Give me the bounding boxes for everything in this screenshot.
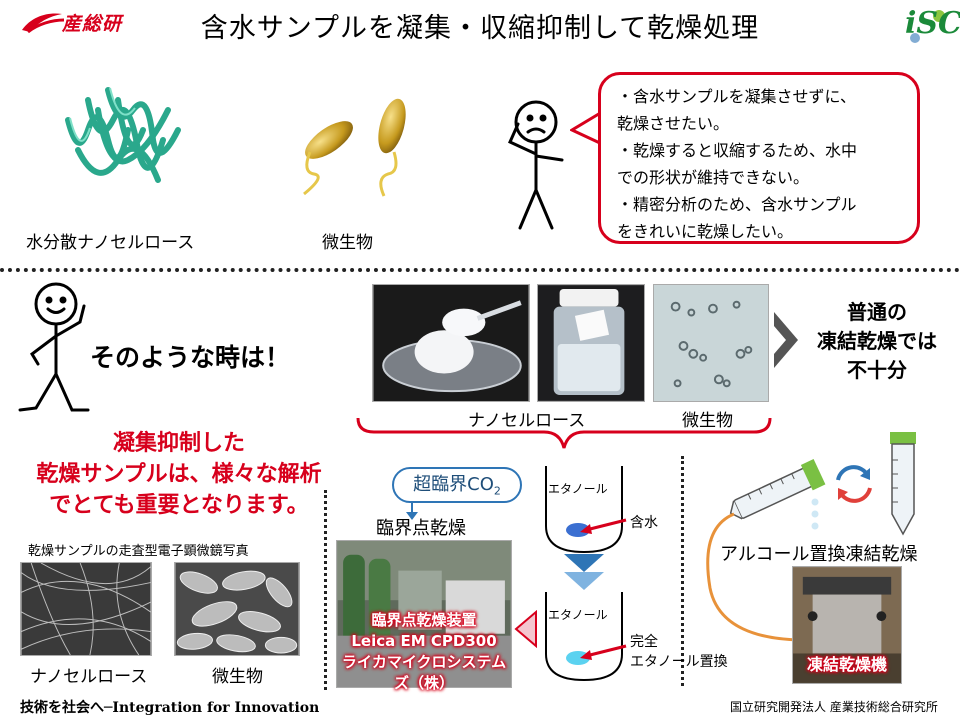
nanocellulose-vial-photo: [537, 284, 645, 402]
bubble-line: での形状が維持できない。: [617, 168, 810, 187]
pointer-arrow-icon: [580, 518, 627, 534]
sem-caption: 乾燥サンプルの走査型電子顕微鏡写真: [28, 544, 249, 559]
arrow-down-icon: [406, 502, 418, 520]
alcohol-method-label: アルコール置換凍結乾燥: [720, 544, 918, 565]
water-label: 含水: [630, 515, 658, 531]
sc-pill-sub: 2: [493, 484, 501, 498]
sem-label-microbe: 微生物: [212, 667, 263, 687]
cycle-arrows-icon: [836, 465, 872, 503]
bubble-line: ・乾燥すると収縮するため、水中: [617, 141, 858, 160]
nanocellulose-label: 水分散ナノセルロース: [26, 233, 195, 253]
freeze-dryer-photo: [792, 566, 902, 684]
freeze-note-line: 凍結乾燥では: [817, 329, 937, 353]
sem-label-nanocellulose: ナノセルロース: [30, 667, 148, 687]
vertical-divider-right: [681, 456, 684, 686]
down-triangle-arrows-icon: [564, 554, 604, 590]
red-curly-brace: [356, 417, 772, 449]
vertical-divider-left: [324, 490, 327, 690]
chevron-right-icon: [774, 312, 798, 368]
beaker-1-ethanol-label: エタノール: [548, 482, 608, 496]
beaker-2-ethanol-label: エタノール: [548, 608, 608, 622]
device-line: ライカマイクロシステムズ（株）: [341, 653, 507, 692]
beaker-complete-ethanol-icon: [545, 592, 623, 682]
complete-ethanol-label: 完全 エタノール置換: [630, 632, 728, 672]
aist-logo-text: 産総研: [62, 13, 123, 35]
bubble-line: をきれいに乾燥したい。: [617, 222, 794, 241]
page-title: 含水サンプルを凝集・収縮抑制して乾燥処理: [200, 13, 760, 44]
footer-organization: 国立研究開発法人 産業技術総合研究所: [730, 700, 938, 714]
sem-microbe-photo: [174, 562, 300, 656]
bubble-line: 乾燥させたい。: [617, 114, 730, 133]
upright-tube-icon: [890, 432, 916, 536]
worried-stick-figure-icon: [508, 100, 564, 230]
critical-point-dryer-photo: [336, 540, 512, 688]
photo-label-nanocellulose: ナノセルロース: [468, 411, 586, 431]
nanocellulose-dish-photo: [372, 284, 530, 402]
section-divider: [0, 268, 960, 272]
pointer-arrow-icon: [580, 644, 627, 660]
freeze-dry-note: 普通の 凍結乾燥では 不十分: [802, 298, 952, 385]
supercritical-co2-pill: 超臨界CO2: [392, 467, 522, 503]
tilted-tube-icon: [729, 459, 826, 520]
happy-stick-figure-icon: [18, 282, 90, 412]
freeze-dryer-label: 凍結乾燥機: [806, 655, 887, 674]
sc-pill-text: 超臨界CO: [413, 474, 494, 495]
statement-line: 乾燥サンプルは、様々な解析: [36, 462, 322, 487]
sem-nanocellulose-photo: [20, 562, 152, 656]
aist-logo-mark: [22, 13, 65, 34]
bubble-line: ・精密分析のため、含水サンプル: [617, 195, 857, 214]
nanocellulose-fibers-icon: [65, 87, 181, 183]
statement-line: 凝集抑制した: [112, 431, 245, 456]
isc-logo-icon: [910, 10, 945, 43]
speech-bubble: ・含水サンプルを凝集させずに、 乾燥させたい。 ・乾燥すると収縮するため、水中 …: [598, 72, 920, 244]
complete-line: エタノール置換: [630, 654, 728, 670]
device-line: Leica EM CPD300: [351, 632, 497, 650]
microbe-micrograph-photo: [653, 284, 769, 402]
microbe-label: 微生物: [322, 233, 373, 253]
critical-point-device-label: 臨界点乾燥装置 Leica EM CPD300 ライカマイクロシステムズ（株）: [336, 610, 512, 694]
footer-slogan: 技術を社会へ─Integration for Innovation: [20, 700, 320, 716]
droplets-icon: [811, 498, 819, 530]
freeze-note-line: 普通の: [847, 300, 907, 324]
isc-logo-text: iSC: [905, 6, 960, 41]
beaker-ethanol-water-icon: [545, 466, 623, 554]
device-line: 臨界点乾燥装置: [371, 611, 477, 629]
sometimes-text: そのような時は！: [90, 343, 291, 372]
microbe-icon: [303, 98, 406, 197]
critical-point-label: 臨界点乾燥: [376, 518, 466, 539]
photo-label-microbe: 微生物: [682, 411, 733, 431]
complete-line: 完全: [630, 634, 658, 650]
statement-line: でとても重要となります。: [49, 493, 309, 518]
freeze-note-line: 不十分: [847, 358, 907, 382]
arrow-left-icon: [514, 610, 537, 648]
bubble-line: ・含水サンプルを凝集させずに、: [617, 87, 857, 106]
importance-statement: 凝集抑制した 乾燥サンプルは、様々な解析 でとても重要となります。: [14, 428, 344, 521]
